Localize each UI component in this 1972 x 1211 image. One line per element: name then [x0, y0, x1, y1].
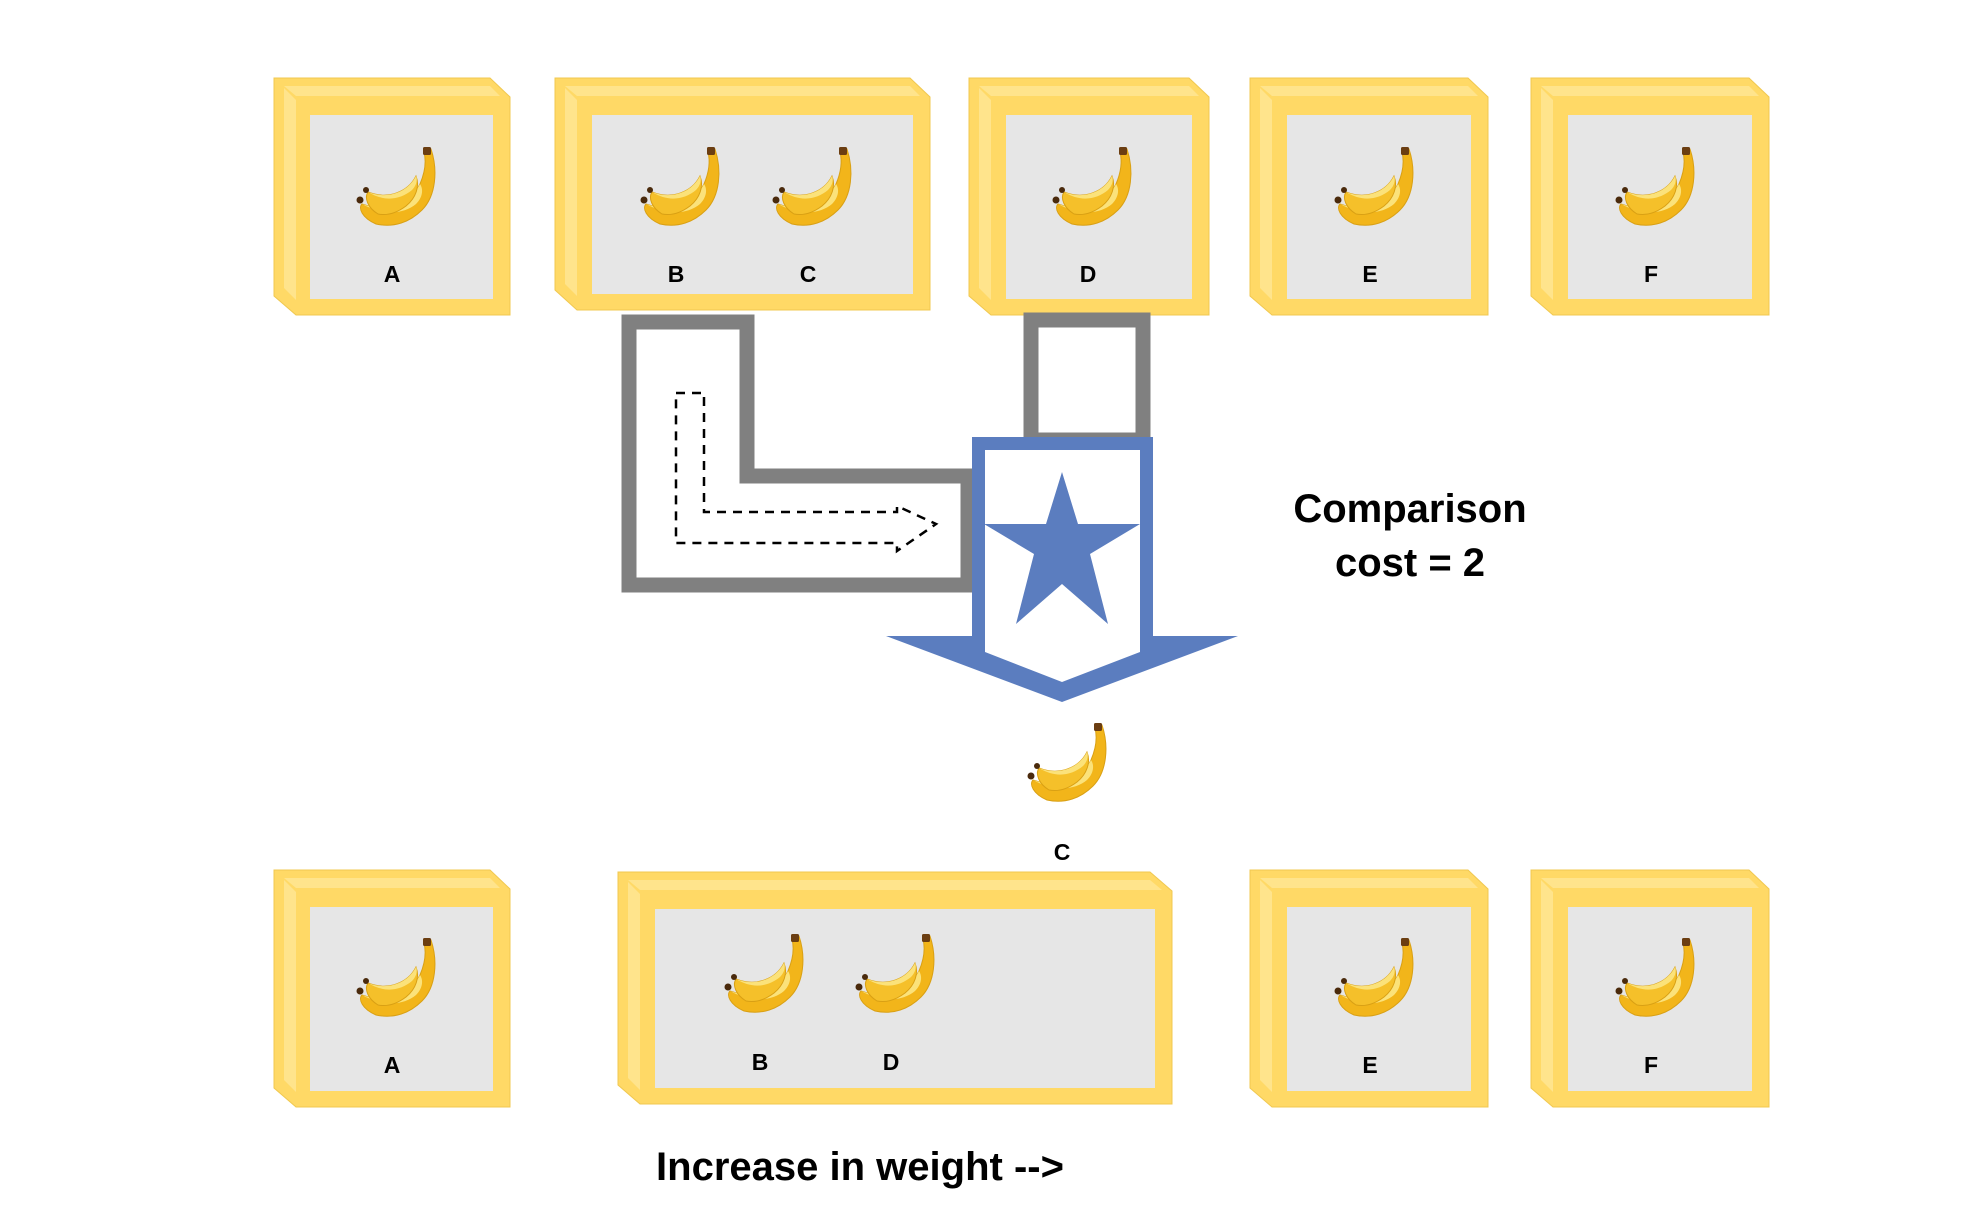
banana-label-b: B: [668, 261, 685, 287]
top-row: A B C D E: [273, 77, 1770, 316]
footer-caption: Increase in weight -->: [656, 1145, 1064, 1189]
box-bc-top: B C: [554, 77, 931, 311]
dashed-arrow: [674, 391, 939, 554]
comparison-line1: Comparison: [1293, 487, 1526, 531]
banana-label-a: A: [384, 261, 401, 287]
box-bd-bottom: B D: [617, 871, 1173, 1105]
connector-d: [1023, 312, 1151, 448]
comparison-arrow: [886, 437, 1238, 702]
comparison-cost: Comparison cost = 2: [1293, 487, 1526, 585]
box-f-top: F: [1530, 77, 1770, 316]
banana-label-f: F: [1644, 261, 1658, 287]
connector-bc: [621, 314, 976, 593]
box-d-top: D: [968, 77, 1210, 316]
banana-icon: [1027, 722, 1107, 802]
box-a-bottom: A: [273, 869, 511, 1108]
comparison-line2: cost = 2: [1335, 541, 1485, 585]
bottom-row: A B D E F: [273, 869, 1770, 1108]
banana-label-a: A: [384, 1052, 401, 1078]
box-e-bottom: E: [1249, 869, 1489, 1108]
box-a-top: A: [273, 77, 511, 316]
banana-label-e: E: [1362, 1052, 1377, 1078]
banana-label-b: B: [752, 1049, 769, 1075]
removed-banana: C: [1027, 722, 1107, 865]
banana-label-c: C: [800, 261, 817, 287]
banana-label-f: F: [1644, 1052, 1658, 1078]
box-f-bottom: F: [1530, 869, 1770, 1108]
removed-banana-label: C: [1054, 839, 1071, 865]
banana-label-d: D: [883, 1049, 900, 1075]
box-e-top: E: [1249, 77, 1489, 316]
box-inner: [592, 115, 913, 294]
banana-label-d: D: [1080, 261, 1097, 287]
banana-label-e: E: [1362, 261, 1377, 287]
star-icon: [984, 472, 1140, 624]
